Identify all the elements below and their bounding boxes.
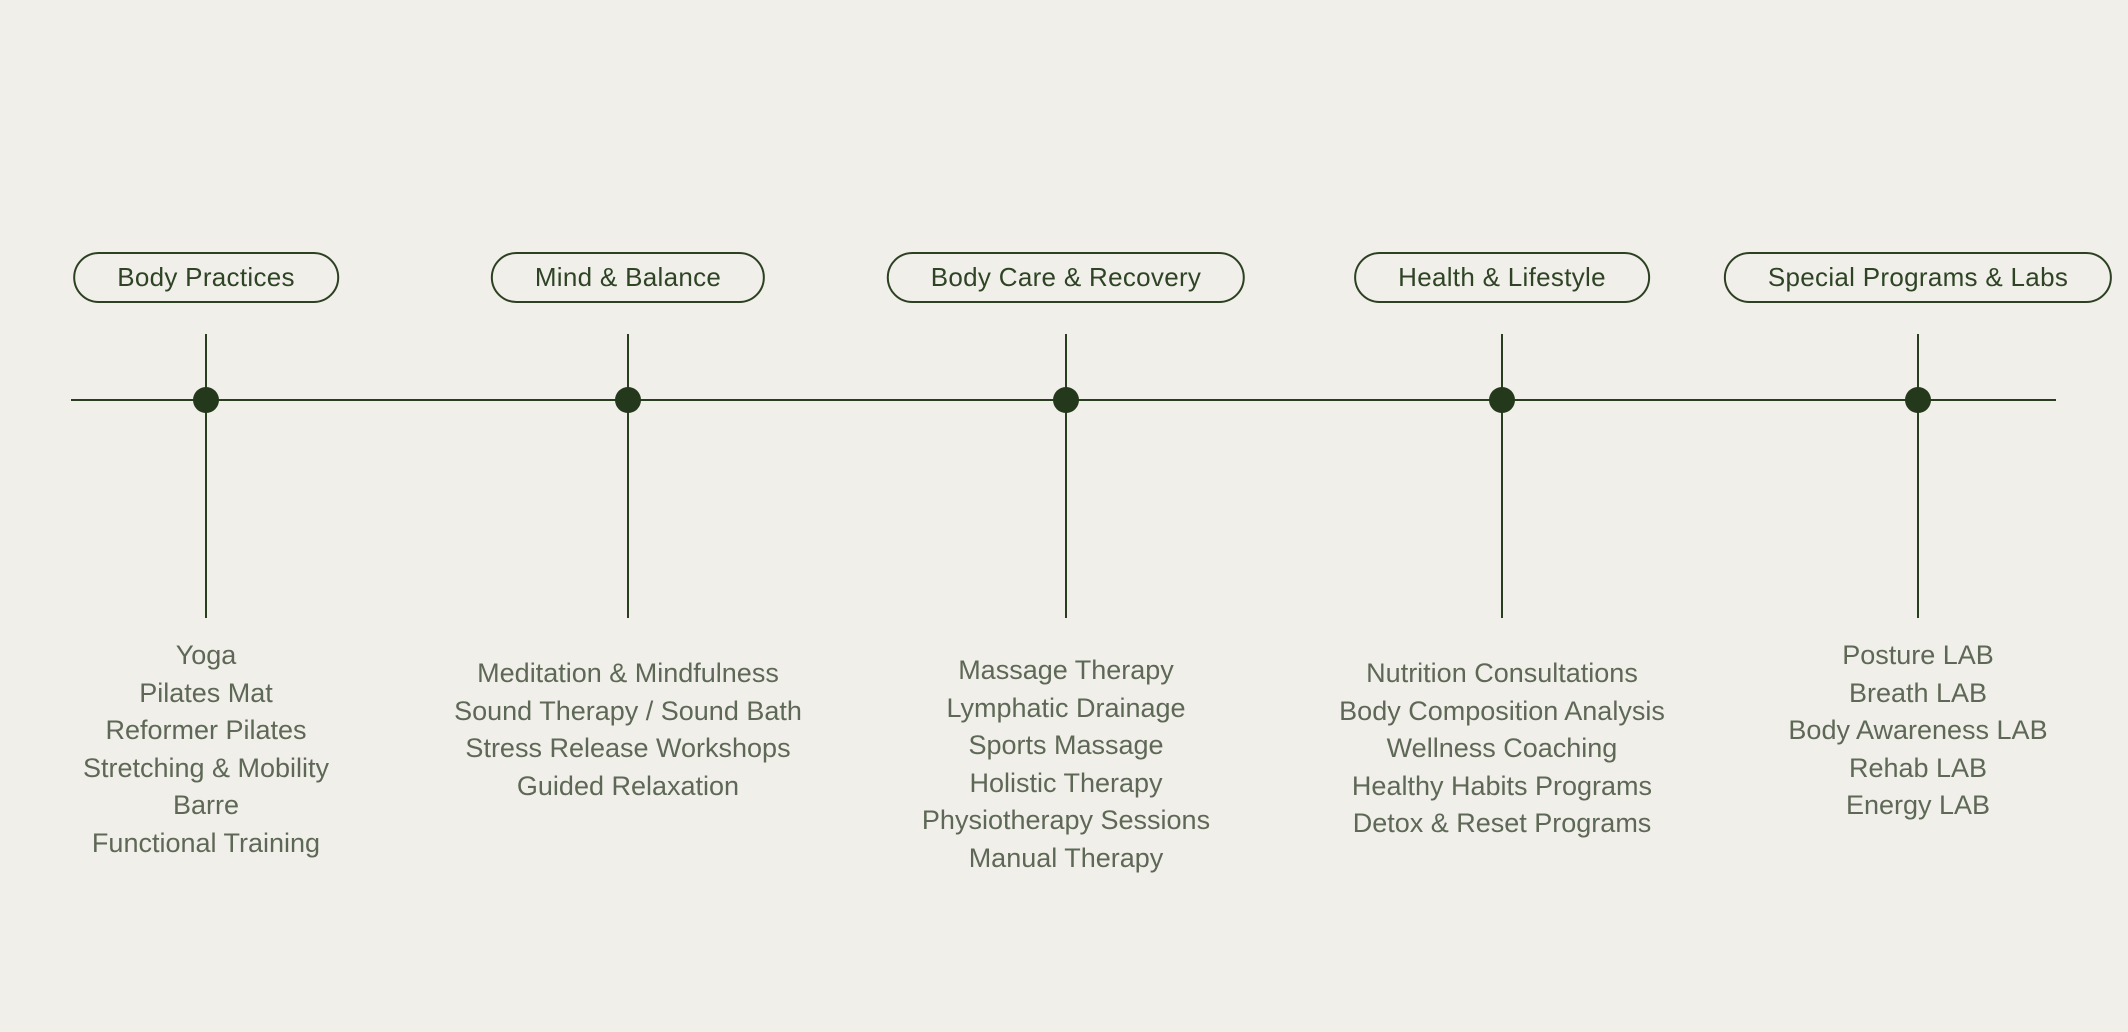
service-item: Barre [172, 790, 240, 820]
category-pill-body-practices[interactable]: Body Practices [73, 252, 339, 303]
service-item: Healthy Habits Programs [1351, 770, 1653, 801]
category-pill-label: Health & Lifestyle [1398, 262, 1606, 292]
service-item: Physiotherapy Sessions [921, 805, 1211, 835]
service-item: Wellness Coaching [1386, 733, 1618, 763]
timeline-node-dot [615, 387, 641, 413]
timeline-node-dot [193, 387, 219, 413]
service-list: Meditation & Mindfulness Sound Therapy /… [454, 655, 802, 805]
service-item: Energy LAB [1845, 790, 1991, 820]
service-item: Rehab LAB [1848, 752, 1988, 783]
connector-line [1065, 334, 1067, 618]
category-pill-mind-balance[interactable]: Mind & Balance [490, 252, 766, 303]
service-item: Detox & Reset Programs [1352, 808, 1652, 838]
service-item: Massage Therapy [958, 655, 1174, 685]
service-item: Meditation & Mindfulness [477, 658, 779, 688]
service-list: Yoga Pilates Mat Reformer Pilates Stretc… [83, 637, 329, 862]
connector-line [627, 334, 629, 618]
service-list: Nutrition Consultations Body Composition… [1339, 655, 1665, 843]
category-pill-label: Body Practices [117, 262, 295, 292]
service-item: Pilates Mat [139, 677, 273, 708]
category-pill-health-lifestyle[interactable]: Health & Lifestyle [1354, 252, 1650, 303]
timeline-node-dot [1905, 387, 1931, 413]
service-item: Stretching & Mobility [82, 752, 330, 783]
category-pill-label: Body Care & Recovery [930, 262, 1202, 292]
service-item: Sports Massage [968, 730, 1164, 760]
connector-line [1501, 334, 1503, 618]
connector-line [1917, 334, 1919, 618]
timeline-node-dot [1489, 387, 1515, 413]
service-item: Functional Training [91, 827, 321, 858]
service-item: Sound Therapy / Sound Bath [454, 695, 802, 726]
service-item: Breath LAB [1848, 677, 1988, 708]
service-item: Yoga [175, 640, 237, 670]
connector-line [205, 334, 207, 618]
timeline-node-dot [1053, 387, 1079, 413]
service-item: Nutrition Consultations [1366, 658, 1638, 688]
service-item: Reformer Pilates [105, 715, 307, 745]
service-item: Holistic Therapy [969, 767, 1163, 798]
category-pill-label: Special Programs & Labs [1767, 262, 2069, 292]
service-item: Body Awareness LAB [1788, 715, 2048, 745]
service-item: Manual Therapy [968, 842, 1164, 873]
service-item: Body Composition Analysis [1339, 695, 1665, 726]
category-pill-label: Mind & Balance [534, 262, 722, 292]
service-item: Stress Release Workshops [465, 733, 791, 763]
service-list: Massage Therapy Lymphatic Drainage Sport… [922, 652, 1210, 877]
category-pill-special-programs-labs[interactable]: Special Programs & Labs [1723, 252, 2113, 303]
service-item: Guided Relaxation [516, 770, 740, 801]
service-list: Posture LAB Breath LAB Body Awareness LA… [1788, 637, 2047, 825]
category-pill-body-care-recovery[interactable]: Body Care & Recovery [886, 252, 1246, 303]
service-item: Posture LAB [1842, 640, 1994, 670]
service-item: Lymphatic Drainage [946, 692, 1186, 723]
